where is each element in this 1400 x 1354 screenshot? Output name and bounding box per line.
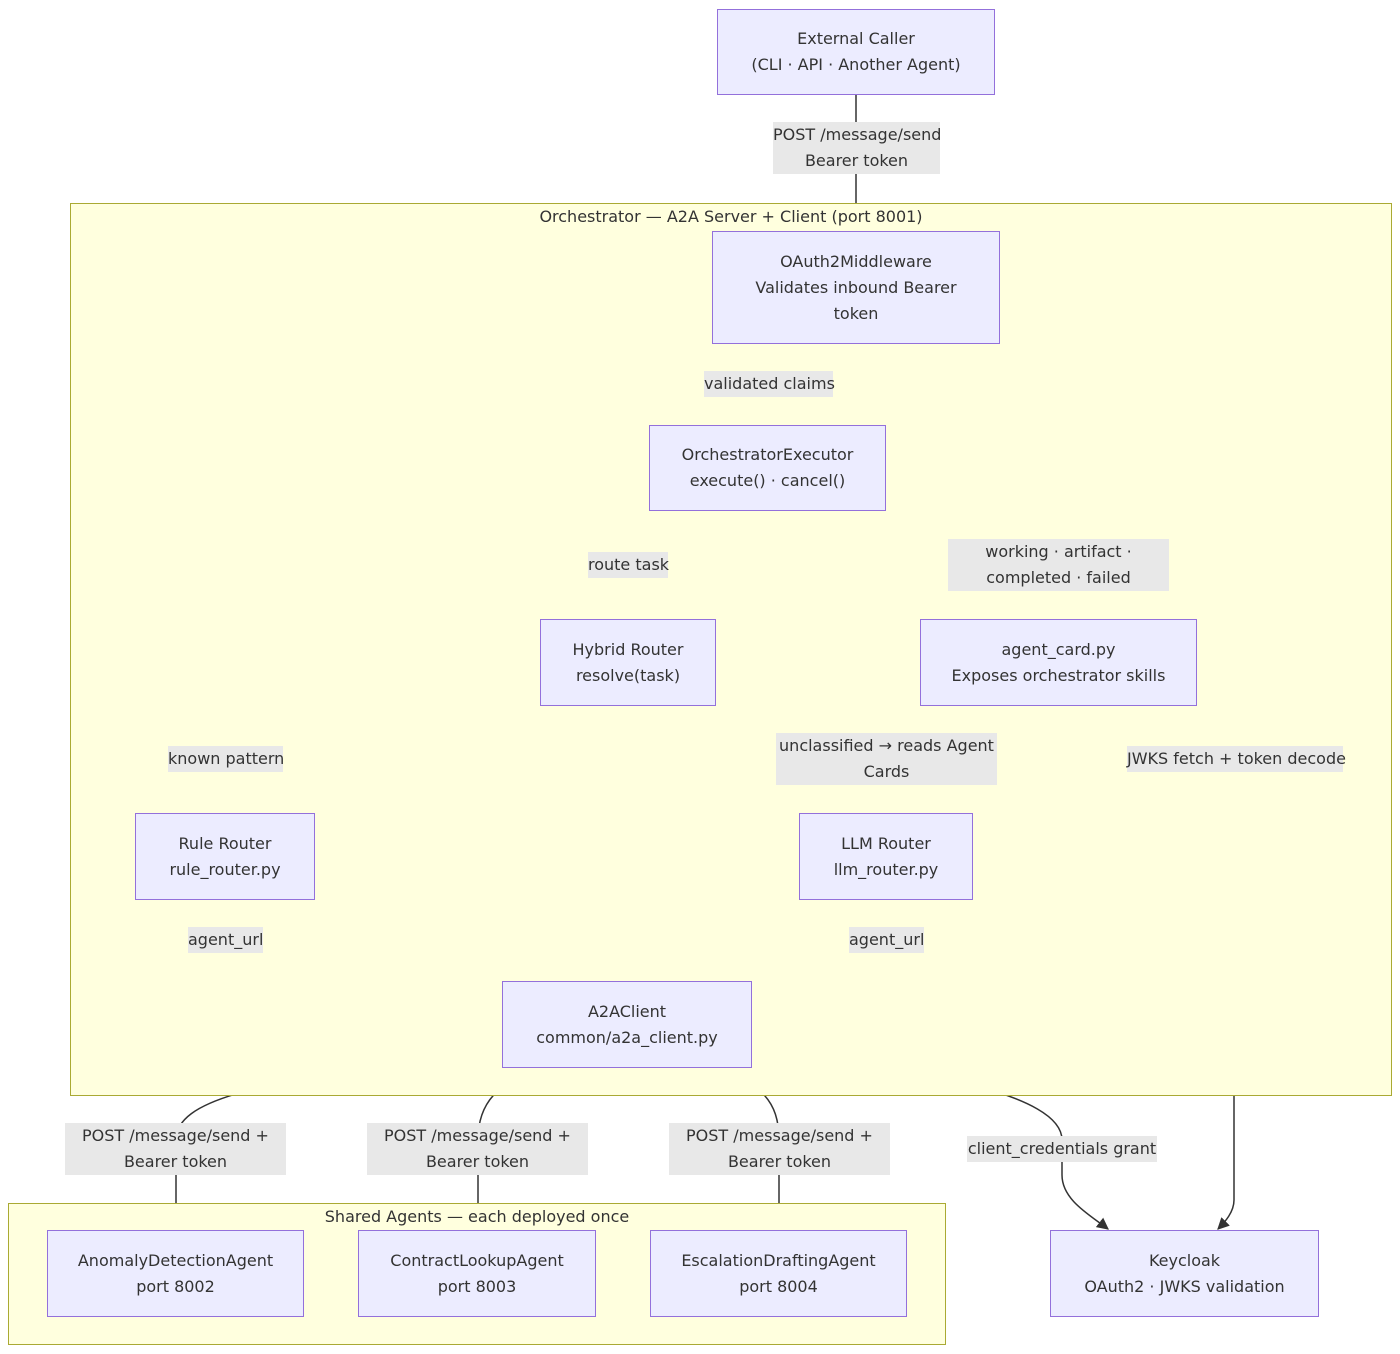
edge-label-client-to-anomaly: POST /message/send + Bearer token (65, 1123, 286, 1175)
edge-label-rule-to-client: agent_url (188, 927, 263, 953)
orchestrator-executor-node[interactable]: OrchestratorExecutor execute() · cancel(… (649, 425, 886, 511)
edge-label-middleware-to-keycloak: JWKS fetch + token decode (1127, 746, 1346, 772)
oauth2-middleware-title: OAuth2Middleware (780, 251, 932, 271)
orchestrator-executor-detail: execute() · cancel() (689, 471, 846, 490)
a2a-client-detail: common/a2a_client.py (536, 1027, 718, 1047)
orchestrator-cluster-title: Orchestrator — A2A Server + Client (port… (539, 207, 923, 226)
edge-label-router-to-rule: known pattern (168, 746, 284, 772)
anomaly-agent-title: AnomalyDetectionAgent (77, 1250, 274, 1270)
oauth2-middleware-node[interactable]: OAuth2Middleware Validates inbound Beare… (712, 231, 1000, 344)
edge-label-client-to-escalation: POST /message/send + Bearer token (669, 1123, 890, 1175)
anomaly-agent-node[interactable]: AnomalyDetectionAgent port 8002 (47, 1230, 304, 1317)
escalation-agent-detail: port 8004 (739, 1276, 818, 1296)
edge-label-executor-to-router: route task (588, 552, 669, 578)
external-caller-node[interactable]: External Caller (CLI · API · Another Age… (717, 9, 995, 95)
shared-agents-cluster-title: Shared Agents — each deployed once (324, 1207, 630, 1226)
edge-label-router-to-llm: unclassified → reads Agent Cards (776, 733, 997, 785)
rule-router-title: Rule Router (178, 833, 272, 853)
keycloak-node[interactable]: Keycloak OAuth2 · JWKS validation (1050, 1230, 1319, 1317)
rule-router-node[interactable]: Rule Router rule_router.py (135, 813, 315, 900)
rule-router-detail: rule_router.py (169, 859, 281, 879)
llm-router-detail: llm_router.py (833, 859, 939, 879)
a2a-client-title: A2AClient (587, 1001, 667, 1021)
escalation-agent-node[interactable]: EscalationDraftingAgent port 8004 (650, 1230, 907, 1317)
hybrid-router-title: Hybrid Router (572, 639, 684, 659)
oauth2-middleware-detail: Validates inbound Bearer (755, 277, 957, 297)
external-caller-detail: (CLI · API · Another Agent) (751, 55, 961, 74)
agent-card-node[interactable]: agent_card.py Exposes orchestrator skill… (920, 619, 1197, 706)
agent-card-title: agent_card.py (1001, 639, 1116, 659)
edge-label-caller-to-middleware: POST /message/send Bearer token (773, 122, 941, 174)
anomaly-agent-detail: port 8002 (136, 1276, 215, 1296)
llm-router-title: LLM Router (841, 833, 931, 853)
escalation-agent-title: EscalationDraftingAgent (681, 1250, 876, 1270)
hybrid-router-node[interactable]: Hybrid Router resolve(task) (540, 619, 716, 706)
external-caller-title: External Caller (797, 29, 915, 48)
a2a-client-node[interactable]: A2AClient common/a2a_client.py (502, 981, 752, 1068)
oauth2-middleware-detail-2: token (833, 303, 879, 323)
edge-label-client-to-keycloak: client_credentials grant (967, 1136, 1157, 1162)
orchestrator-executor-title: OrchestratorExecutor (681, 445, 854, 464)
contract-agent-node[interactable]: ContractLookupAgent port 8003 (358, 1230, 596, 1317)
edge-label-llm-to-client: agent_url (849, 927, 924, 953)
llm-router-node[interactable]: LLM Router llm_router.py (799, 813, 973, 900)
keycloak-title: Keycloak (1148, 1250, 1221, 1270)
edge-label-client-to-contract: POST /message/send + Bearer token (367, 1123, 588, 1175)
contract-agent-title: ContractLookupAgent (390, 1250, 564, 1270)
hybrid-router-detail: resolve(task) (575, 665, 681, 685)
edge-label-middleware-to-executor: validated claims (704, 371, 835, 397)
edge-label-executor-to-agent-card: working · artifact · completed · failed (948, 539, 1169, 591)
contract-agent-detail: port 8003 (437, 1276, 517, 1296)
keycloak-detail: OAuth2 · JWKS validation (1084, 1276, 1285, 1296)
agent-card-detail: Exposes orchestrator skills (951, 665, 1166, 685)
